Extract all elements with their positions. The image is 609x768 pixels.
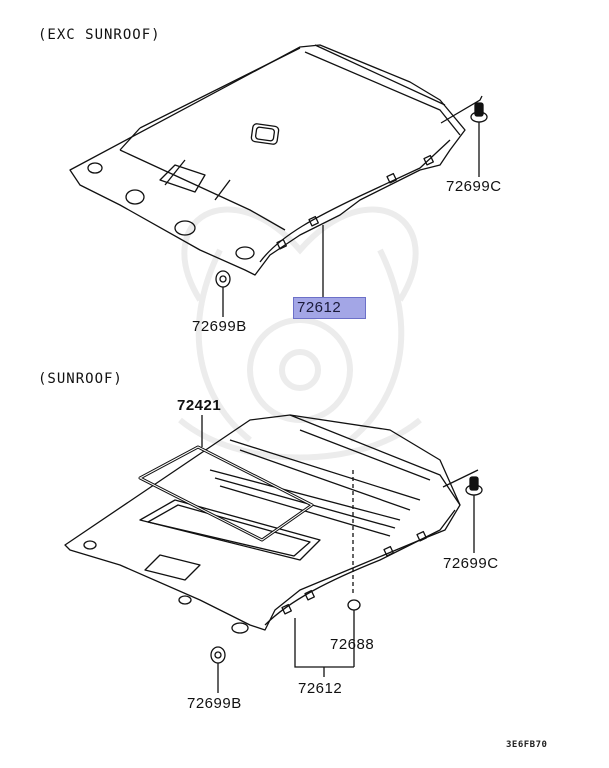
callout-72699c-top[interactable]: 72699C	[446, 178, 502, 195]
callout-72699b-bottom[interactable]: 72699B	[187, 695, 242, 712]
section-title-exc-sunroof: (EXC SUNROOF)	[38, 27, 161, 43]
callout-72612-bottom[interactable]: 72612	[298, 680, 343, 697]
callout-72612-top-highlighted[interactable]: 72612	[293, 297, 367, 319]
callout-72699b-top[interactable]: 72699B	[192, 318, 247, 335]
callout-72421[interactable]: 72421	[177, 397, 222, 414]
section-title-sunroof: (SUNROOF)	[38, 371, 123, 387]
diagram-reference-code: 3E6FB70	[506, 740, 548, 750]
callout-72688[interactable]: 72688	[330, 636, 375, 653]
callout-72699c-bottom[interactable]: 72699C	[443, 555, 499, 572]
